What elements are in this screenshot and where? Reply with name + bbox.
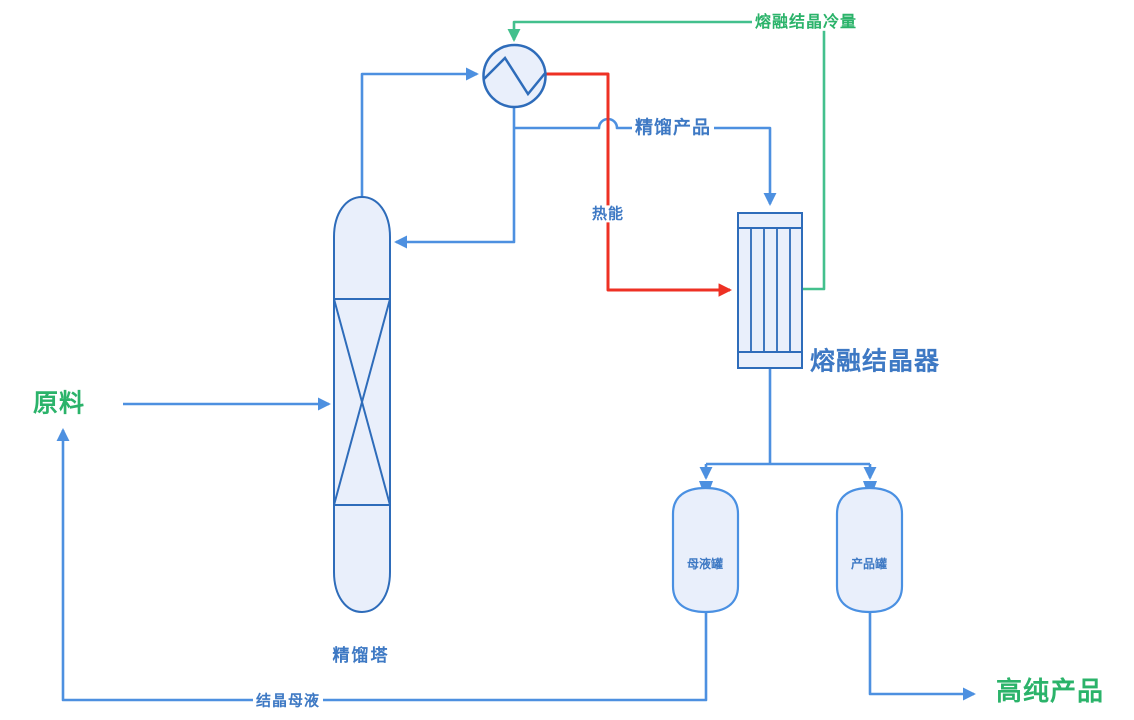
melt-crystallizer-label: 熔融结晶器 [810,346,941,376]
heat-exchanger-zigzag [483,56,547,97]
mother-liquor-label: 结晶母液 [252,692,324,710]
crystallizer-tubes [750,228,791,352]
column-packing-section-lines [334,298,390,506]
mother-liquor-tank-label: 母液罐 [686,557,724,572]
mother-liquor-tank-body [671,486,740,614]
product-tank-nozzle [863,481,877,489]
mother-liquor-tank-nozzle [699,481,713,489]
heat-label: 热能 [588,205,628,223]
heat-line [546,72,733,297]
mother-liquor-recycle-line [56,428,708,702]
overhead-vapor-line [360,67,479,197]
distillation-column-label: 精馏塔 [332,646,390,667]
column-packing-cross [333,298,391,506]
condenser-heat-exchanger [482,43,547,109]
crystallizer-header-lines [738,227,802,353]
product-label: 高纯产品 [996,677,1105,708]
melt-crystallizer-body [737,212,803,369]
feed-label: 原料 [33,388,86,418]
distillate-label: 精馏产品 [632,118,714,140]
cooling-label: 熔融结晶冷量 [751,12,861,32]
reflux-line [394,107,516,249]
product-tank-label: 产品罐 [850,557,888,572]
product-out-line [868,613,976,701]
product-tank-body [835,486,904,614]
